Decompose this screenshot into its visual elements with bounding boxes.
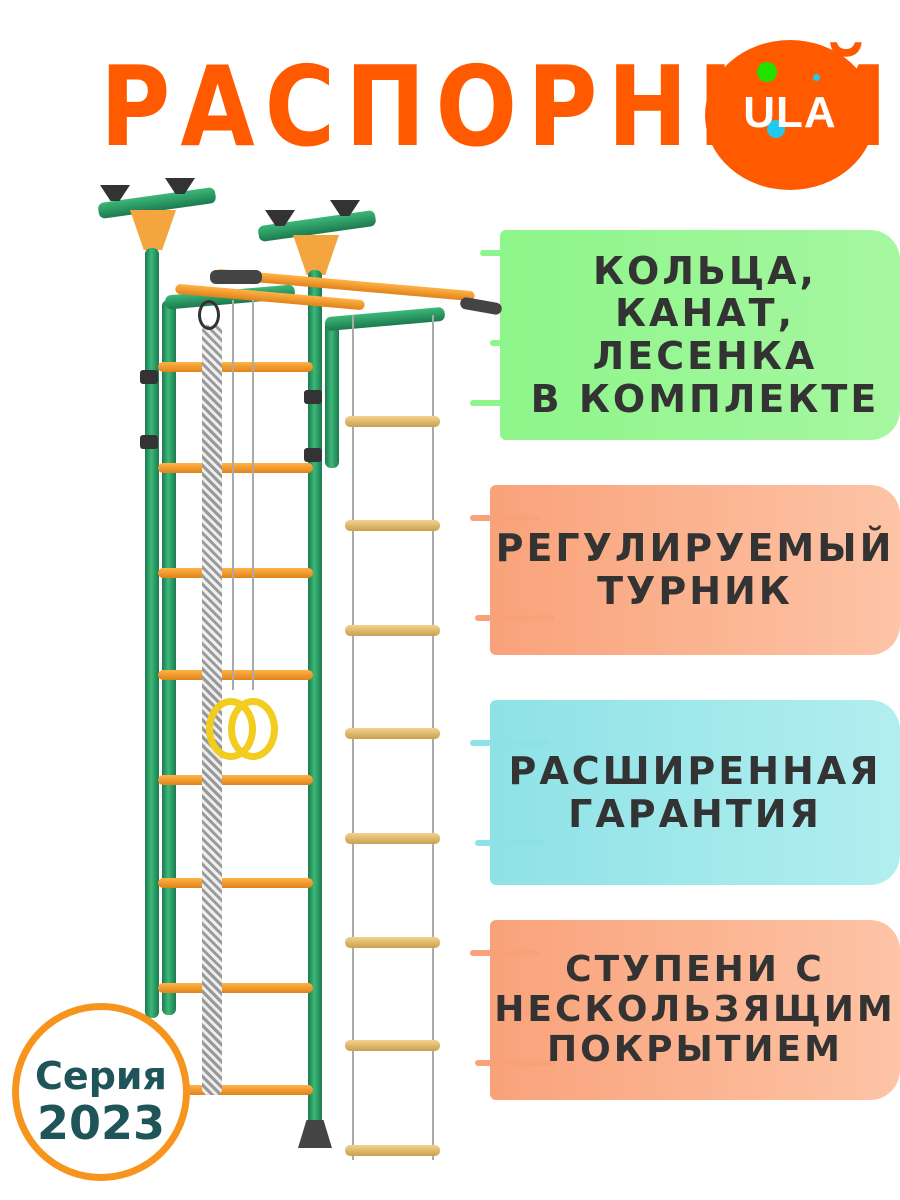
floor-base [298,1120,332,1148]
feature-banner-pullup-bar: РЕГУЛИРУЕМЫЙ ТУРНИК [470,485,900,655]
ladder-step [345,937,440,948]
clamp [304,390,322,404]
clamp [140,435,158,449]
upright-right-outer [308,270,322,1140]
rope-hook [198,300,220,330]
wall-bar-rung [158,983,313,993]
logo-small-blue-dot [813,74,820,81]
feature-text-pullup-bar: РЕГУЛИРУЕМЫЙ ТУРНИК [495,526,895,613]
ladder-step [345,416,440,427]
logo-green-dot [757,62,777,82]
pullup-grip-right [459,296,503,316]
ladder-step [345,625,440,636]
wall-bar-rung [158,670,313,680]
ladder-step [345,728,440,739]
clamp [140,370,158,384]
ladder-step [345,1040,440,1051]
top-bar-right [324,306,446,332]
feature-banner-non-slip-steps: СТУПЕНИ С НЕСКОЛЬЗЯЩИМ ПОКРЫТИЕМ [470,920,900,1100]
ladder-step [345,833,440,844]
feature-text-warranty: РАСШИРЕННАЯ ГАРАНТИЯ [508,748,882,836]
wall-bar-rung [158,362,313,372]
feature-banner-warranty: РАСШИРЕННАЯ ГАРАНТИЯ [470,700,900,885]
ring-cord [232,300,234,690]
series-year: 2023 [36,1096,166,1150]
series-label: Серия [35,1054,167,1098]
mount-plate [293,235,339,275]
feature-banner-kit: КОЛЬЦА, КАНАТ, ЛЕСЕНКА В КОМПЛЕКТЕ [470,230,900,440]
wall-bar-rung [158,878,313,888]
feature-text-kit: КОЛЬЦА, КАНАТ, ЛЕСЕНКА В КОМПЛЕКТЕ [530,248,880,421]
pullup-grip-left [210,270,262,284]
gymnastic-ring [228,698,278,760]
brand-logo: ULA [705,40,875,190]
ladder-step [345,1145,440,1156]
wall-bar-rung [158,1085,313,1095]
mount-plate [130,210,176,250]
wall-bar-rung [158,775,313,785]
logo-text: ULA [743,88,837,137]
logo-blue-dot [767,120,785,138]
wall-bar-rung [158,463,313,473]
upright-left-inner [162,300,176,1015]
ladder-step [345,520,440,531]
feature-text-non-slip-steps: СТУПЕНИ С НЕСКОЛЬЗЯЩИМ ПОКРЫТИЕМ [494,948,896,1071]
clamp [304,448,322,462]
upright-right-inner [325,318,339,468]
series-badge: Серия 2023 [12,1003,190,1181]
ring-cord [252,300,254,690]
wall-bar-rung [158,568,313,578]
upright-left-outer [145,248,159,1018]
